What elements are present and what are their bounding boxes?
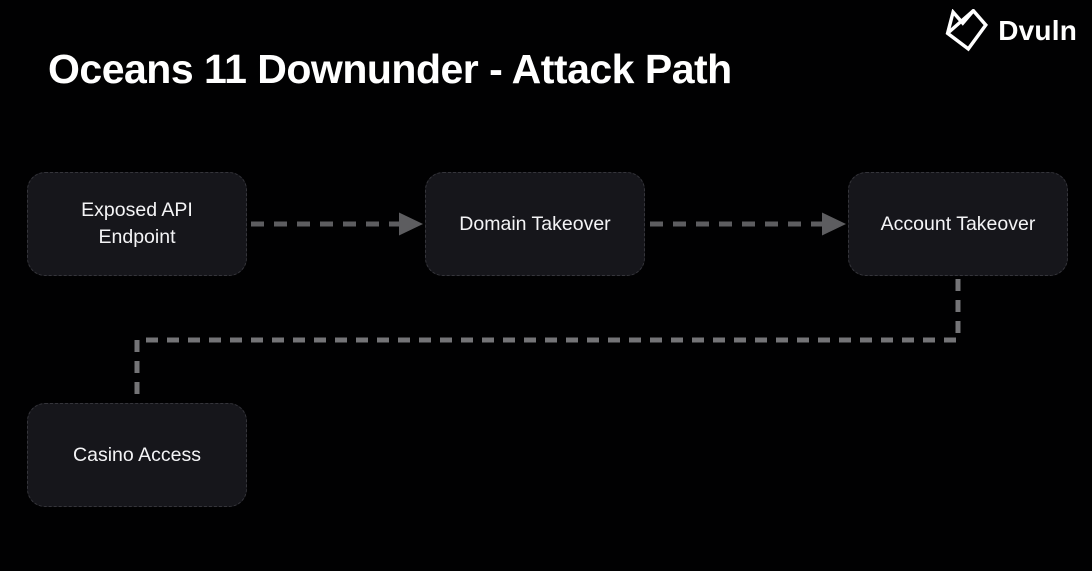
- node-casino-access: Casino Access: [27, 403, 247, 507]
- node-label: Account Takeover: [880, 212, 1036, 235]
- edge-exposed-to-domain: [251, 212, 423, 236]
- page-title: Oceans 11 Downunder - Attack Path: [48, 46, 732, 92]
- node-label: Exposed API Endpoint: [81, 199, 193, 248]
- brand-logo: Dvuln: [943, 9, 1077, 52]
- node-domain-takeover: Domain Takeover: [425, 172, 645, 276]
- node-exposed-api-endpoint: Exposed API Endpoint: [27, 172, 247, 276]
- edge-account-to-casino: [134, 279, 961, 398]
- node-account-takeover: Account Takeover: [848, 172, 1068, 276]
- node-label: Domain Takeover: [459, 212, 611, 235]
- edge-domain-to-account: [650, 212, 846, 236]
- node-label: Casino Access: [73, 443, 201, 466]
- brand-wordmark: Dvuln: [998, 14, 1077, 46]
- dvuln-fox-icon: [943, 9, 989, 52]
